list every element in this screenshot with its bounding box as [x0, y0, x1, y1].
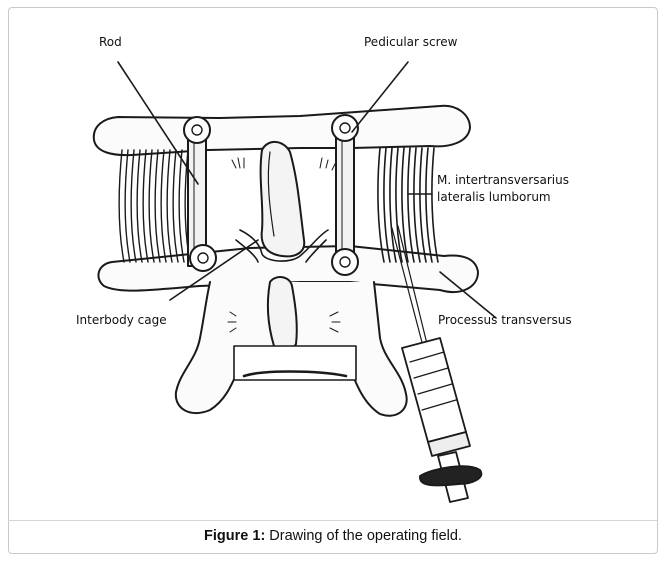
label-interbody-cage: Interbody cage	[76, 313, 167, 328]
rod-right	[336, 122, 354, 266]
label-muscle-line2: lateralis lumborum	[437, 190, 551, 205]
label-rod: Rod	[99, 35, 122, 50]
caption-prefix: Figure 1:	[204, 528, 265, 544]
label-pedicular-screw: Pedicular screw	[364, 35, 458, 50]
operating-field-drawing	[0, 0, 666, 515]
muscle-right	[378, 148, 438, 262]
figure-caption: Figure 1: Drawing of the operating field…	[0, 528, 666, 544]
spinous-process-upper	[261, 142, 305, 256]
caption-divider	[8, 520, 657, 521]
muscle-left	[119, 150, 190, 262]
label-processus-transversus: Processus transversus	[438, 313, 572, 328]
label-muscle-line1: M. intertransversarius	[437, 173, 569, 188]
caption-text: Drawing of the operating field.	[265, 528, 462, 544]
